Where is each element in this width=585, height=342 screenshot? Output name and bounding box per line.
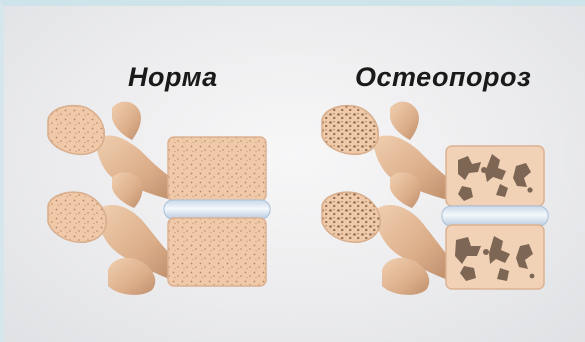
osteoporosis-spine	[322, 102, 548, 295]
osteo-intervertebral-disc	[442, 206, 548, 226]
normal-spine	[48, 102, 270, 295]
normal-upper-articular-process	[112, 102, 141, 140]
normal-upper-spinous-process	[48, 106, 104, 155]
normal-upper-vertebral-body	[168, 137, 266, 201]
normal-lower-spinous-process	[48, 192, 106, 242]
osteo-upper-spinous-process	[322, 106, 378, 155]
normal-lower-vertebral-body	[168, 218, 266, 286]
osteo-lower-spinous-process	[322, 192, 380, 242]
osteo-upper-articular-process	[390, 102, 419, 140]
normal-intervertebral-disc	[164, 200, 270, 219]
